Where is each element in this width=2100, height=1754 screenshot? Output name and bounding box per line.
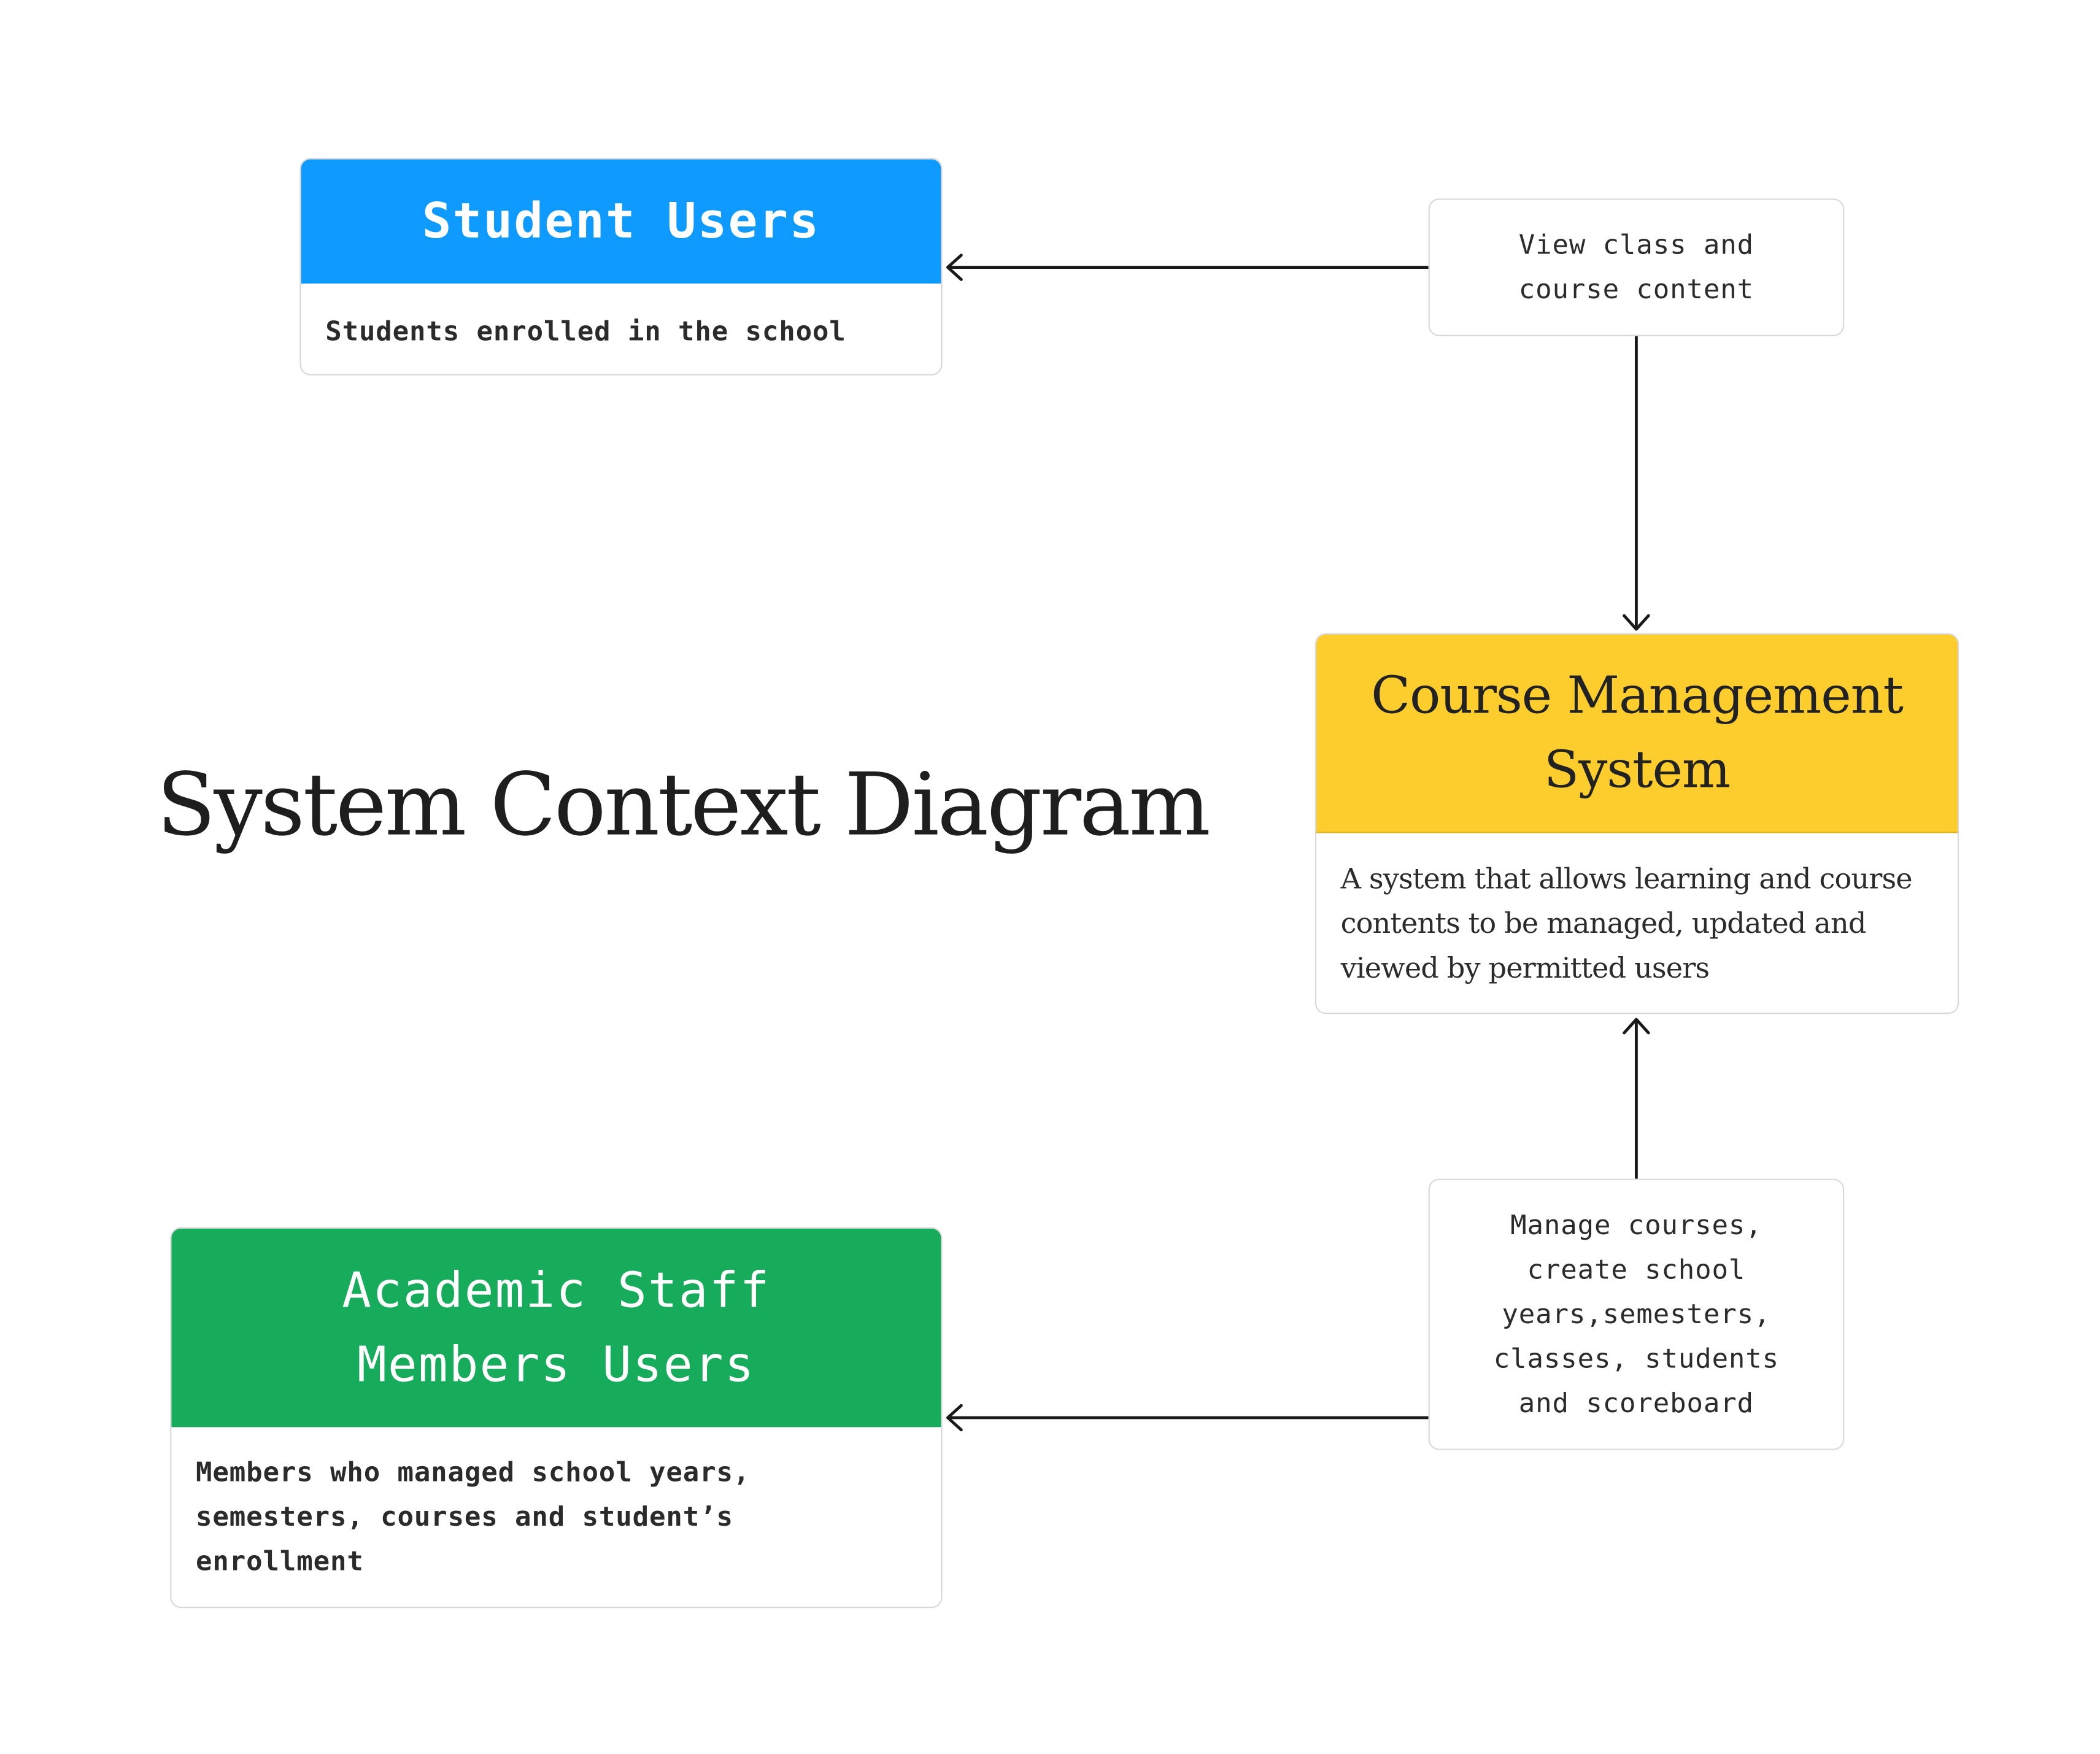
academic-staff-card: Academic Staff Members Users Members who… [170,1227,943,1609]
view-content-relation: View class and course content [1428,198,1845,336]
course-system-description: A system that allows learning and course… [1340,862,1913,984]
student-users-description: Students enrolled in the school [325,314,846,347]
course-system-card: Course Management System A system that a… [1314,633,1959,1014]
course-system-title: Course Management System [1371,665,1904,800]
arrowhead-staff [946,1404,963,1432]
diagram-title: System Context Diagram [156,756,1211,856]
academic-staff-title: Academic Staff Members Users [342,1263,771,1393]
student-users-card: Student Users Students enrolled in the s… [299,158,943,376]
student-users-header: Student Users [301,159,941,284]
arrowhead-system-top [1623,614,1650,631]
student-users-title: Student Users [422,193,820,249]
arrowhead-system-bottom [1623,1018,1650,1035]
academic-staff-description: Members who managed school years, semest… [196,1455,751,1577]
arrowhead-students [946,253,963,281]
manage-courses-relation: Manage courses, create school years,seme… [1428,1178,1845,1450]
academic-staff-header: Academic Staff Members Users [171,1229,941,1428]
course-system-header: Course Management System [1316,635,1958,833]
